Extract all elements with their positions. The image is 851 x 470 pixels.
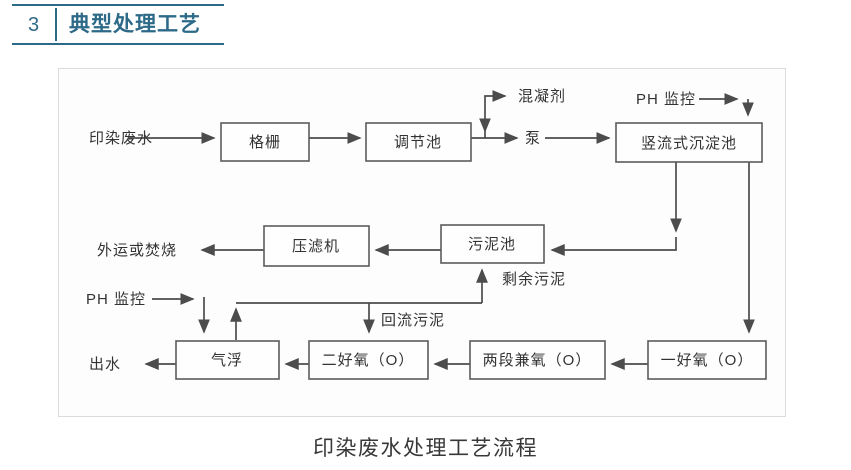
box-air-flotation: 气浮 bbox=[175, 340, 280, 380]
process-boxes: 格栅 调节池 竖流式沉淀池 压滤机 污泥池 气浮 bbox=[175, 122, 767, 380]
flowchart-panel: 格栅 调节池 竖流式沉淀池 压滤机 污泥池 气浮 bbox=[58, 68, 786, 417]
box-two-stage-facultative-label: 两段兼氧（O） bbox=[483, 352, 592, 369]
label-disposal-or-incineration: 外运或焚烧 bbox=[97, 242, 177, 259]
label-effluent: 出水 bbox=[89, 356, 121, 373]
box-equalization-tank-label: 调节池 bbox=[394, 134, 442, 151]
section-title: 典型处理工艺 bbox=[69, 13, 201, 36]
label-ph-monitor-top: PH 监控 bbox=[636, 91, 696, 108]
flow-labels: 印染废水 混凝剂 泵 PH 监控 外运或焚烧 剩余污泥 回流污泥 PH 监控 出… bbox=[86, 88, 696, 373]
box-two-stage-facultative: 两段兼氧（O） bbox=[469, 340, 606, 380]
arrow-sludge-to-sludge-tank bbox=[550, 237, 677, 256]
box-second-aerobic: 二好氧（O） bbox=[308, 340, 429, 380]
section-separator bbox=[55, 8, 57, 41]
box-bar-screen-label: 格栅 bbox=[249, 134, 281, 151]
label-coagulant: 混凝剂 bbox=[518, 88, 566, 105]
box-vertical-flow-sedimentation-tank-label: 竖流式沉淀池 bbox=[641, 135, 737, 152]
box-air-flotation-label: 气浮 bbox=[211, 352, 243, 369]
box-first-aerobic-label: 一好氧（O） bbox=[661, 352, 754, 369]
box-second-aerobic-label: 二好氧（O） bbox=[322, 352, 415, 369]
label-pump: 泵 bbox=[525, 130, 541, 147]
box-equalization-tank: 调节池 bbox=[365, 122, 472, 162]
box-bar-screen: 格栅 bbox=[220, 122, 310, 162]
diagram-caption: 印染废水处理工艺流程 bbox=[313, 437, 538, 460]
section-number: 3 bbox=[27, 13, 40, 36]
box-filter-press-label: 压滤机 bbox=[292, 238, 340, 255]
box-filter-press: 压滤机 bbox=[263, 225, 370, 267]
label-return-sludge: 回流污泥 bbox=[381, 312, 445, 329]
box-first-aerobic: 一好氧（O） bbox=[647, 340, 767, 380]
flow-connectors bbox=[129, 90, 755, 370]
arrow-branch-to-coagulant bbox=[484, 90, 507, 138]
section-header: 3 典型处理工艺 bbox=[12, 4, 224, 45]
label-ph-monitor-left: PH 监控 bbox=[86, 291, 146, 308]
box-vertical-flow-sedimentation-tank: 竖流式沉淀池 bbox=[615, 122, 763, 163]
box-sludge-tank-label: 污泥池 bbox=[468, 236, 516, 253]
label-influent: 印染废水 bbox=[89, 130, 153, 147]
box-sludge-tank: 污泥池 bbox=[440, 224, 545, 264]
flowchart-svg: 格栅 调节池 竖流式沉淀池 压滤机 污泥池 气浮 bbox=[86, 88, 767, 380]
label-excess-sludge: 剩余污泥 bbox=[502, 270, 566, 288]
